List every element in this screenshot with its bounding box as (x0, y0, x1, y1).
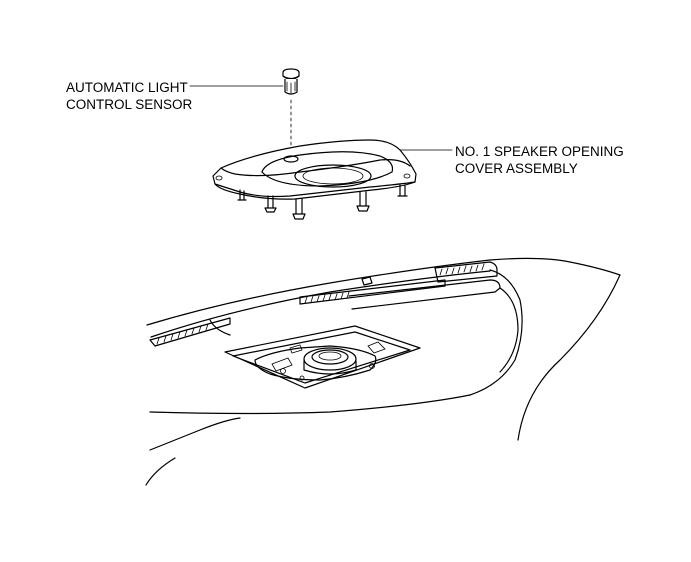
cover-clips (237, 184, 408, 220)
defroster-grille-hatching (156, 263, 485, 345)
cover-label-line-1: NO. 1 SPEAKER OPENING (455, 144, 624, 159)
speaker-opening-cover-assembly-label: NO. 1 SPEAKER OPENING COVER ASSEMBLY (455, 143, 624, 177)
speaker-opening-cover-part (212, 139, 417, 220)
instrument-panel (145, 257, 621, 486)
panel-speaker-opening (224, 325, 421, 389)
cover-label-line-2: COVER ASSEMBLY (455, 161, 578, 176)
automatic-light-control-sensor-label: AUTOMATIC LIGHT CONTROL SENSOR (66, 79, 192, 113)
sensor-label-line-1: AUTOMATIC LIGHT (66, 80, 188, 95)
sensor-label-line-2: CONTROL SENSOR (66, 97, 193, 112)
automatic-light-control-sensor-part (282, 68, 300, 95)
